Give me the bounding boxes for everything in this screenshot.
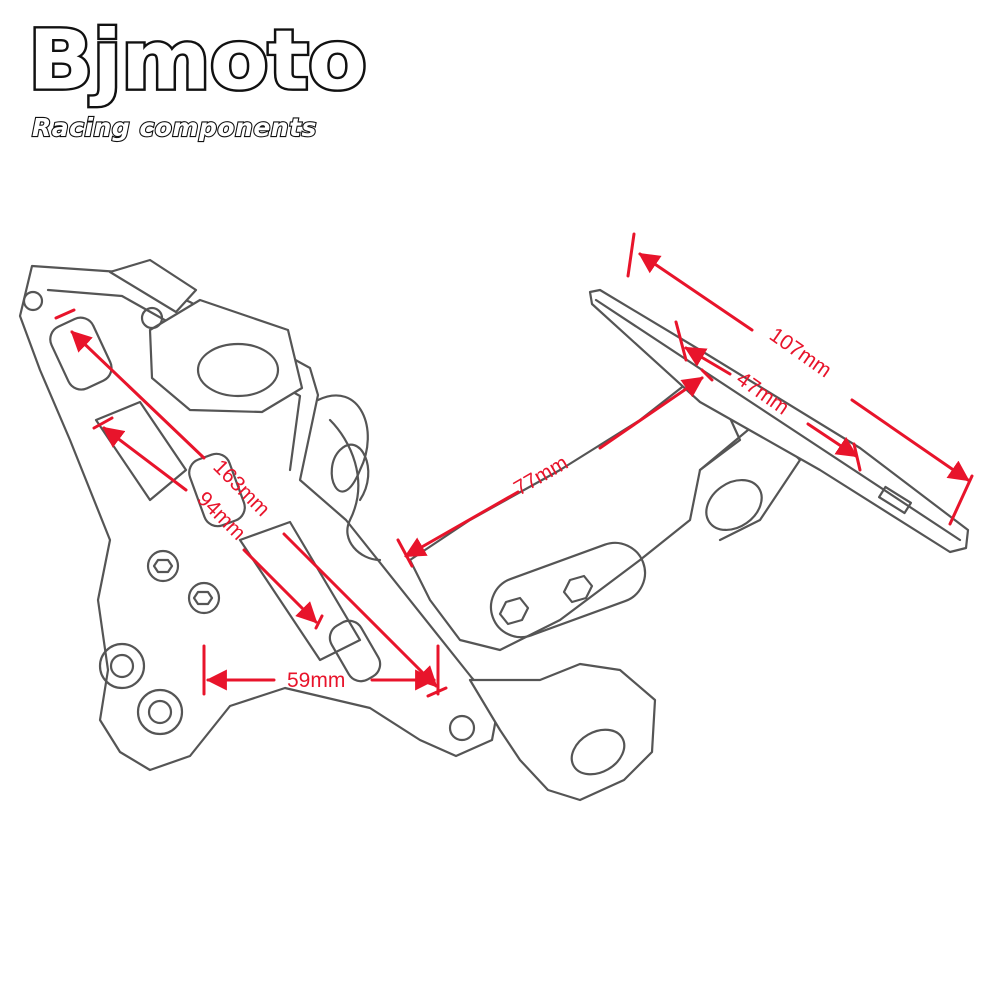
dimension-label-107mm: 107mm xyxy=(765,323,836,382)
dimension-label-59mm: 59mm xyxy=(287,669,345,692)
dimension-lines xyxy=(54,232,974,698)
brand-name: Bjmoto xyxy=(26,13,370,109)
bracket-sketch xyxy=(18,258,970,802)
brand-tagline: Racing components xyxy=(31,112,318,142)
